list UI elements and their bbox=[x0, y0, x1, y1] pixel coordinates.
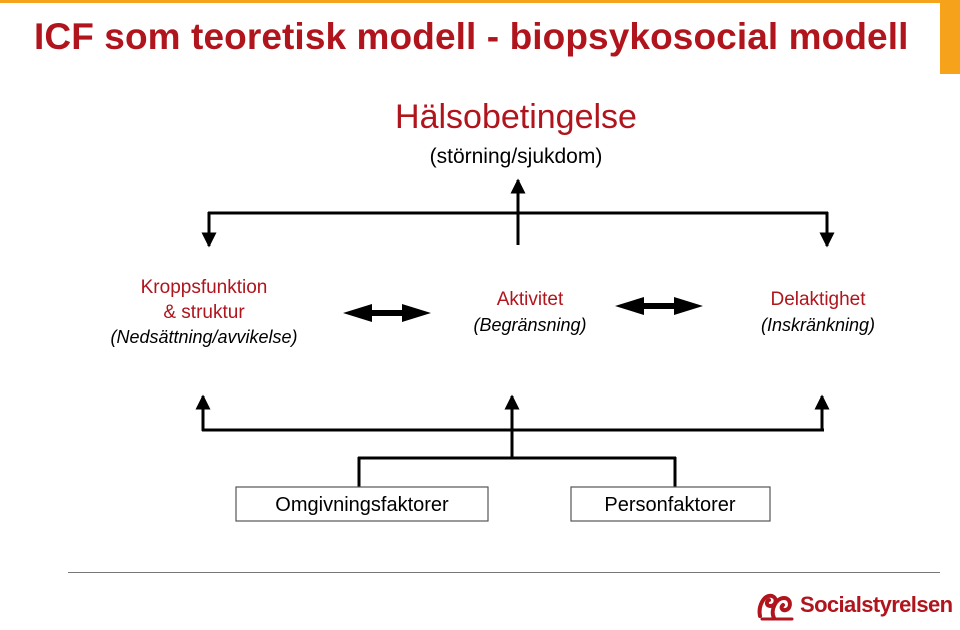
socialstyrelsen-logo: Socialstyrelsen bbox=[756, 588, 953, 622]
top-accent-rule bbox=[0, 0, 960, 3]
corner-accent-bar bbox=[940, 0, 960, 74]
participation-label: Delaktighet bbox=[770, 289, 866, 310]
body-function-line1: Kroppsfunktion bbox=[141, 277, 268, 298]
environmental-factors-box bbox=[235, 486, 489, 522]
top-connector bbox=[201, 178, 835, 248]
body-function-sublabel: (Nedsättning/avvikelse) bbox=[110, 327, 297, 347]
environmental-factors-label: Omgivningsfaktorer bbox=[275, 494, 449, 516]
slide-title: ICF som teoretisk modell - biopsykosocia… bbox=[34, 16, 909, 57]
personal-factors-box bbox=[570, 486, 771, 522]
logo-wordmark: Socialstyrelsen bbox=[800, 592, 953, 617]
activity-sublabel: (Begränsning) bbox=[473, 315, 586, 335]
participation-sublabel: (Inskränkning) bbox=[761, 315, 875, 335]
double-arrow-body-activity bbox=[343, 304, 431, 322]
health-condition-label: Hälsobetingelse bbox=[395, 98, 637, 136]
activity-label: Aktivitet bbox=[497, 289, 564, 310]
bottom-connector bbox=[195, 394, 830, 488]
double-arrow-activity-participation bbox=[615, 297, 703, 315]
body-function-line2: & struktur bbox=[163, 302, 245, 323]
personal-factors-label: Personfaktorer bbox=[604, 494, 736, 516]
logo-emblem-icon bbox=[757, 593, 794, 621]
health-condition-sublabel: (störning/sjukdom) bbox=[430, 145, 603, 168]
footer-divider bbox=[68, 572, 940, 573]
